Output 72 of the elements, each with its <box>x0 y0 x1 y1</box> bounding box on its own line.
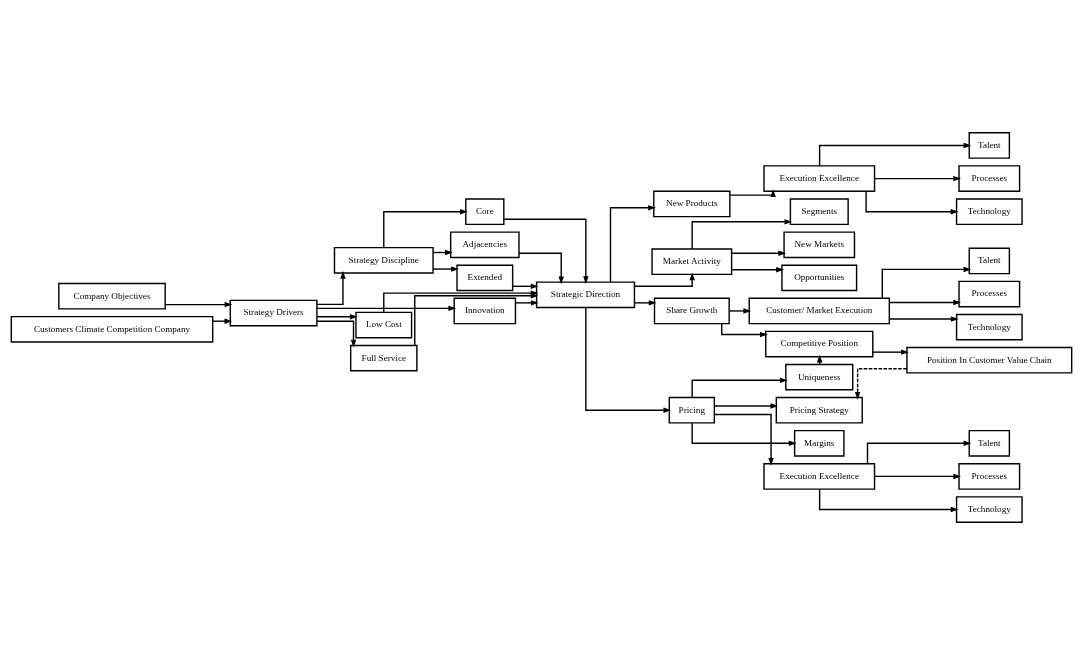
arrow <box>691 422 797 447</box>
node-box: Pricing <box>668 396 716 424</box>
arrow <box>316 305 457 312</box>
node-box: Technology <box>955 313 1023 341</box>
node-box: Position In Customer Value Chain <box>906 346 1073 374</box>
arrow <box>881 266 972 299</box>
node-box: Execution Excellence <box>763 463 876 490</box>
arrow <box>818 488 959 513</box>
arrow <box>872 349 909 355</box>
arrow <box>503 218 589 285</box>
node-box: Talent <box>968 132 1011 159</box>
arrow <box>731 250 787 256</box>
node-box: Processes <box>958 280 1021 308</box>
arrow <box>713 413 774 466</box>
arrow <box>854 368 908 400</box>
arrow <box>585 306 672 413</box>
node-box: Pricing Strategy <box>775 396 863 424</box>
arrow <box>866 440 972 465</box>
node-box: Margins <box>793 429 845 457</box>
node-box: Innovation <box>453 297 517 325</box>
node-box: Competitive Position <box>765 330 874 358</box>
arrow <box>721 323 768 338</box>
node-box: Strategy Drivers <box>229 299 318 327</box>
arrow <box>874 175 962 182</box>
arrow <box>609 205 656 283</box>
node-box: Market Activity <box>651 248 733 276</box>
node-box: Processes <box>958 463 1021 490</box>
node-box: New Markets <box>783 231 856 259</box>
node-box: Execution Excellence <box>763 165 876 192</box>
arrow <box>888 299 962 306</box>
node-box: Opportunities <box>781 264 858 292</box>
node-box: Customers Climate Competition Company <box>10 315 214 343</box>
arrow <box>691 219 793 250</box>
arrow <box>518 252 564 285</box>
arrow <box>731 267 784 273</box>
arrow <box>888 316 959 322</box>
arrow <box>512 283 539 290</box>
node-box: Full Service <box>350 344 418 372</box>
arrow <box>633 300 657 306</box>
node-box: Talent <box>968 247 1011 275</box>
node-box: Extended <box>456 264 514 292</box>
arrow <box>316 314 358 320</box>
node-box: Technology <box>955 198 1023 226</box>
node-box: Segments <box>789 198 849 226</box>
node-box: Company Objectives <box>58 282 166 310</box>
node-box: Customer/ Market Execution <box>748 297 891 325</box>
arrow <box>729 189 776 197</box>
node-box: Share Growth <box>653 297 730 325</box>
arrow <box>728 308 752 314</box>
arrow <box>691 377 788 399</box>
arrow <box>818 142 972 167</box>
node-box: Strategy Discipline <box>333 246 434 274</box>
node-box: Core <box>465 198 505 226</box>
arrow <box>874 473 962 480</box>
arrow <box>633 272 695 287</box>
node-box: Technology <box>955 496 1023 523</box>
arrow <box>713 403 779 409</box>
arrow <box>316 320 357 348</box>
arrow <box>212 318 233 324</box>
node-box: Low Cost <box>355 311 413 339</box>
arrow <box>316 270 346 306</box>
node-box: Strategic Direction <box>535 281 636 309</box>
arrow <box>514 300 539 306</box>
arrow <box>164 301 233 308</box>
node-box: Talent <box>968 429 1011 457</box>
node-box: Adjacencies <box>449 231 520 259</box>
node-box: Processes <box>958 165 1021 192</box>
node-box: New Products <box>653 190 731 218</box>
arrow <box>432 266 459 272</box>
arrow <box>816 354 823 366</box>
arrow <box>865 190 959 215</box>
arrow <box>383 208 468 249</box>
